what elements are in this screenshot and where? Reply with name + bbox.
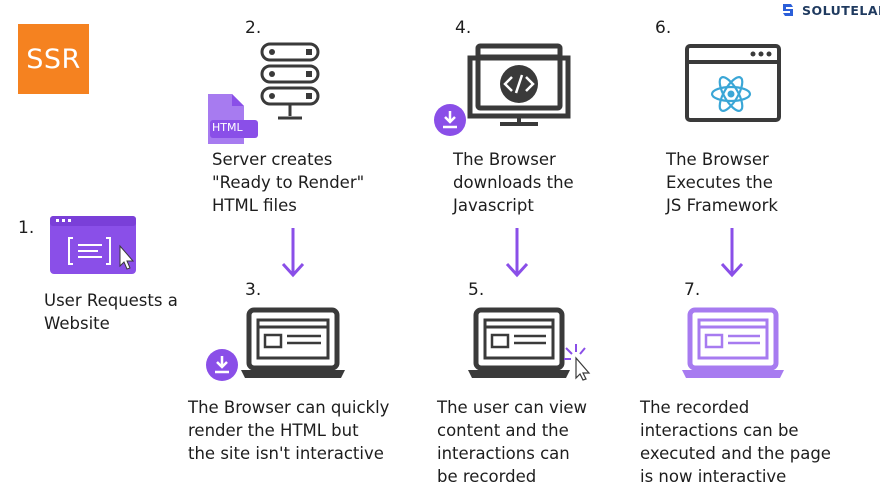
step-6-number: 6. (655, 18, 672, 38)
arrow-down-icon (505, 228, 529, 278)
html-file-label: HTML (212, 121, 243, 134)
step-2-caption: Server creates "Ready to Render" HTML fi… (212, 150, 365, 215)
step-7-caption: The recorded interactions can be execute… (640, 398, 831, 486)
browser-request-icon (50, 216, 136, 274)
arrow-down-icon (720, 228, 744, 278)
step-2-number: 2. (245, 18, 262, 38)
step-5-number: 5. (468, 280, 485, 300)
laptop-interactive-icon (682, 307, 784, 378)
laptop-rendered-icon (206, 307, 345, 381)
step-4-number: 4. (455, 18, 472, 38)
monitor-code-icon (434, 43, 571, 136)
step-6-caption: The Browser Executes the JS Framework (666, 150, 778, 215)
ssr-badge: SSR (18, 24, 89, 94)
brand-name: SOLUTELABS (802, 2, 880, 18)
step-3-number: 3. (245, 280, 262, 300)
server-icon (208, 42, 320, 144)
arrow-down-icon (281, 228, 305, 278)
step-4-caption: The Browser downloads the Javascript (453, 150, 574, 215)
laptop-interaction-icon (468, 307, 591, 381)
brand-logo: SOLUTELABS (780, 2, 880, 18)
step-1-caption: User Requests a Website (44, 291, 178, 333)
step-3-caption: The Browser can quickly render the HTML … (188, 398, 390, 463)
solutelabs-logo-icon (783, 4, 793, 16)
step-1-number: 1. (18, 218, 35, 238)
step-5-caption: The user can view content and the intera… (437, 398, 588, 486)
step-7-number: 7. (684, 280, 701, 300)
react-window-icon (685, 44, 781, 122)
